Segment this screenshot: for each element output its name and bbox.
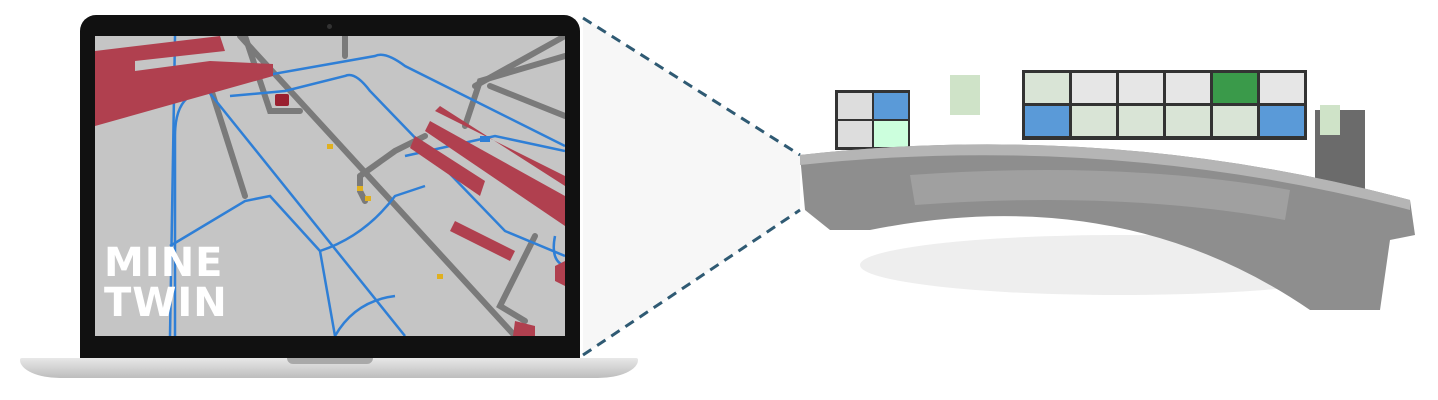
control-room-console: [800, 70, 1415, 310]
yellow-vehicles: [327, 144, 443, 279]
mine-network-render: [95, 36, 565, 336]
desk-front-panels: [910, 170, 1290, 220]
mine-twin-logo: MINE TWIN: [104, 243, 228, 323]
connector-fill: [583, 18, 800, 355]
logo-line-1: MINE: [104, 240, 224, 286]
laptop-base: [20, 358, 638, 378]
desk-top: [800, 144, 1410, 210]
gray-drifts: [207, 36, 565, 336]
connector-line-bottom: [582, 208, 801, 357]
laptop-hinge-notch: [287, 358, 373, 364]
red-stopes: [95, 36, 565, 336]
monitor-wall: [835, 70, 1365, 210]
blue-vehicle: [480, 136, 490, 142]
connector-line-top: [582, 16, 801, 157]
mine-twin-3d-view: [95, 36, 565, 336]
logo-line-2: TWIN: [104, 280, 228, 326]
camera-icon: [327, 24, 332, 29]
